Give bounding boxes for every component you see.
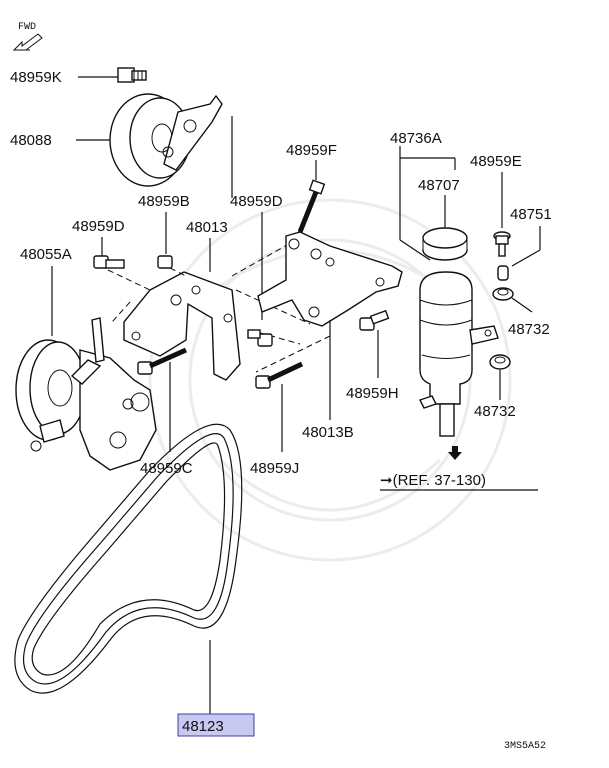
bolt-48959C — [137, 347, 188, 375]
label-48959K: 48959K — [10, 69, 62, 86]
label-48732-a: 48732 — [508, 321, 550, 338]
ref-arrow-down-icon — [448, 446, 462, 460]
label-48751: 48751 — [510, 206, 552, 223]
reservoir-48736A — [419, 271, 499, 437]
ref-link[interactable]: ➞(REF. 37-130) — [380, 472, 486, 489]
bolt-48959H — [359, 309, 390, 331]
grommet-48732-bottom — [489, 354, 511, 370]
fwd-arrow-icon — [12, 33, 43, 51]
label-48732-b: 48732 — [474, 403, 516, 420]
label-48959E: 48959E — [470, 153, 522, 170]
label-48736A: 48736A — [390, 130, 442, 147]
idler-pulley-48088 — [109, 93, 223, 187]
label-48959C: 48959C — [140, 460, 193, 477]
bolt-48959E — [493, 231, 511, 257]
label-48088: 48088 — [10, 132, 52, 149]
label-48707: 48707 — [418, 177, 460, 194]
grommet-48732-top — [492, 287, 514, 301]
bolt-48959J — [255, 361, 304, 389]
label-48013: 48013 — [186, 219, 228, 236]
drive-belt-48123 — [14, 423, 243, 694]
bracket-48013 — [123, 271, 241, 381]
label-48959J: 48959J — [250, 460, 299, 477]
collar-48751 — [497, 265, 509, 281]
label-48959D-b: 48959D — [230, 193, 283, 210]
label-48055A: 48055A — [20, 246, 72, 263]
bolt-48959K — [117, 67, 147, 83]
diagram-code: 3MS5A52 — [504, 741, 546, 752]
power-steering-pump-48055A — [15, 317, 157, 471]
label-48013B: 48013B — [302, 424, 354, 441]
label-48959H: 48959H — [346, 385, 399, 402]
label-48959F: 48959F — [286, 142, 337, 159]
bolt-48959D-right — [247, 329, 273, 347]
bolt-48959B — [157, 255, 173, 269]
bracket-48013B — [257, 231, 403, 327]
fwd-label: FWD — [18, 22, 36, 33]
reservoir-cap-48707 — [422, 227, 468, 261]
label-48123-highlight[interactable] — [177, 713, 255, 737]
bolt-48959F — [297, 179, 326, 233]
label-48959B: 48959B — [138, 193, 190, 210]
label-48123[interactable]: 48123 — [182, 718, 224, 735]
label-48959D-a: 48959D — [72, 218, 125, 235]
bolt-48959D-left — [93, 255, 125, 269]
